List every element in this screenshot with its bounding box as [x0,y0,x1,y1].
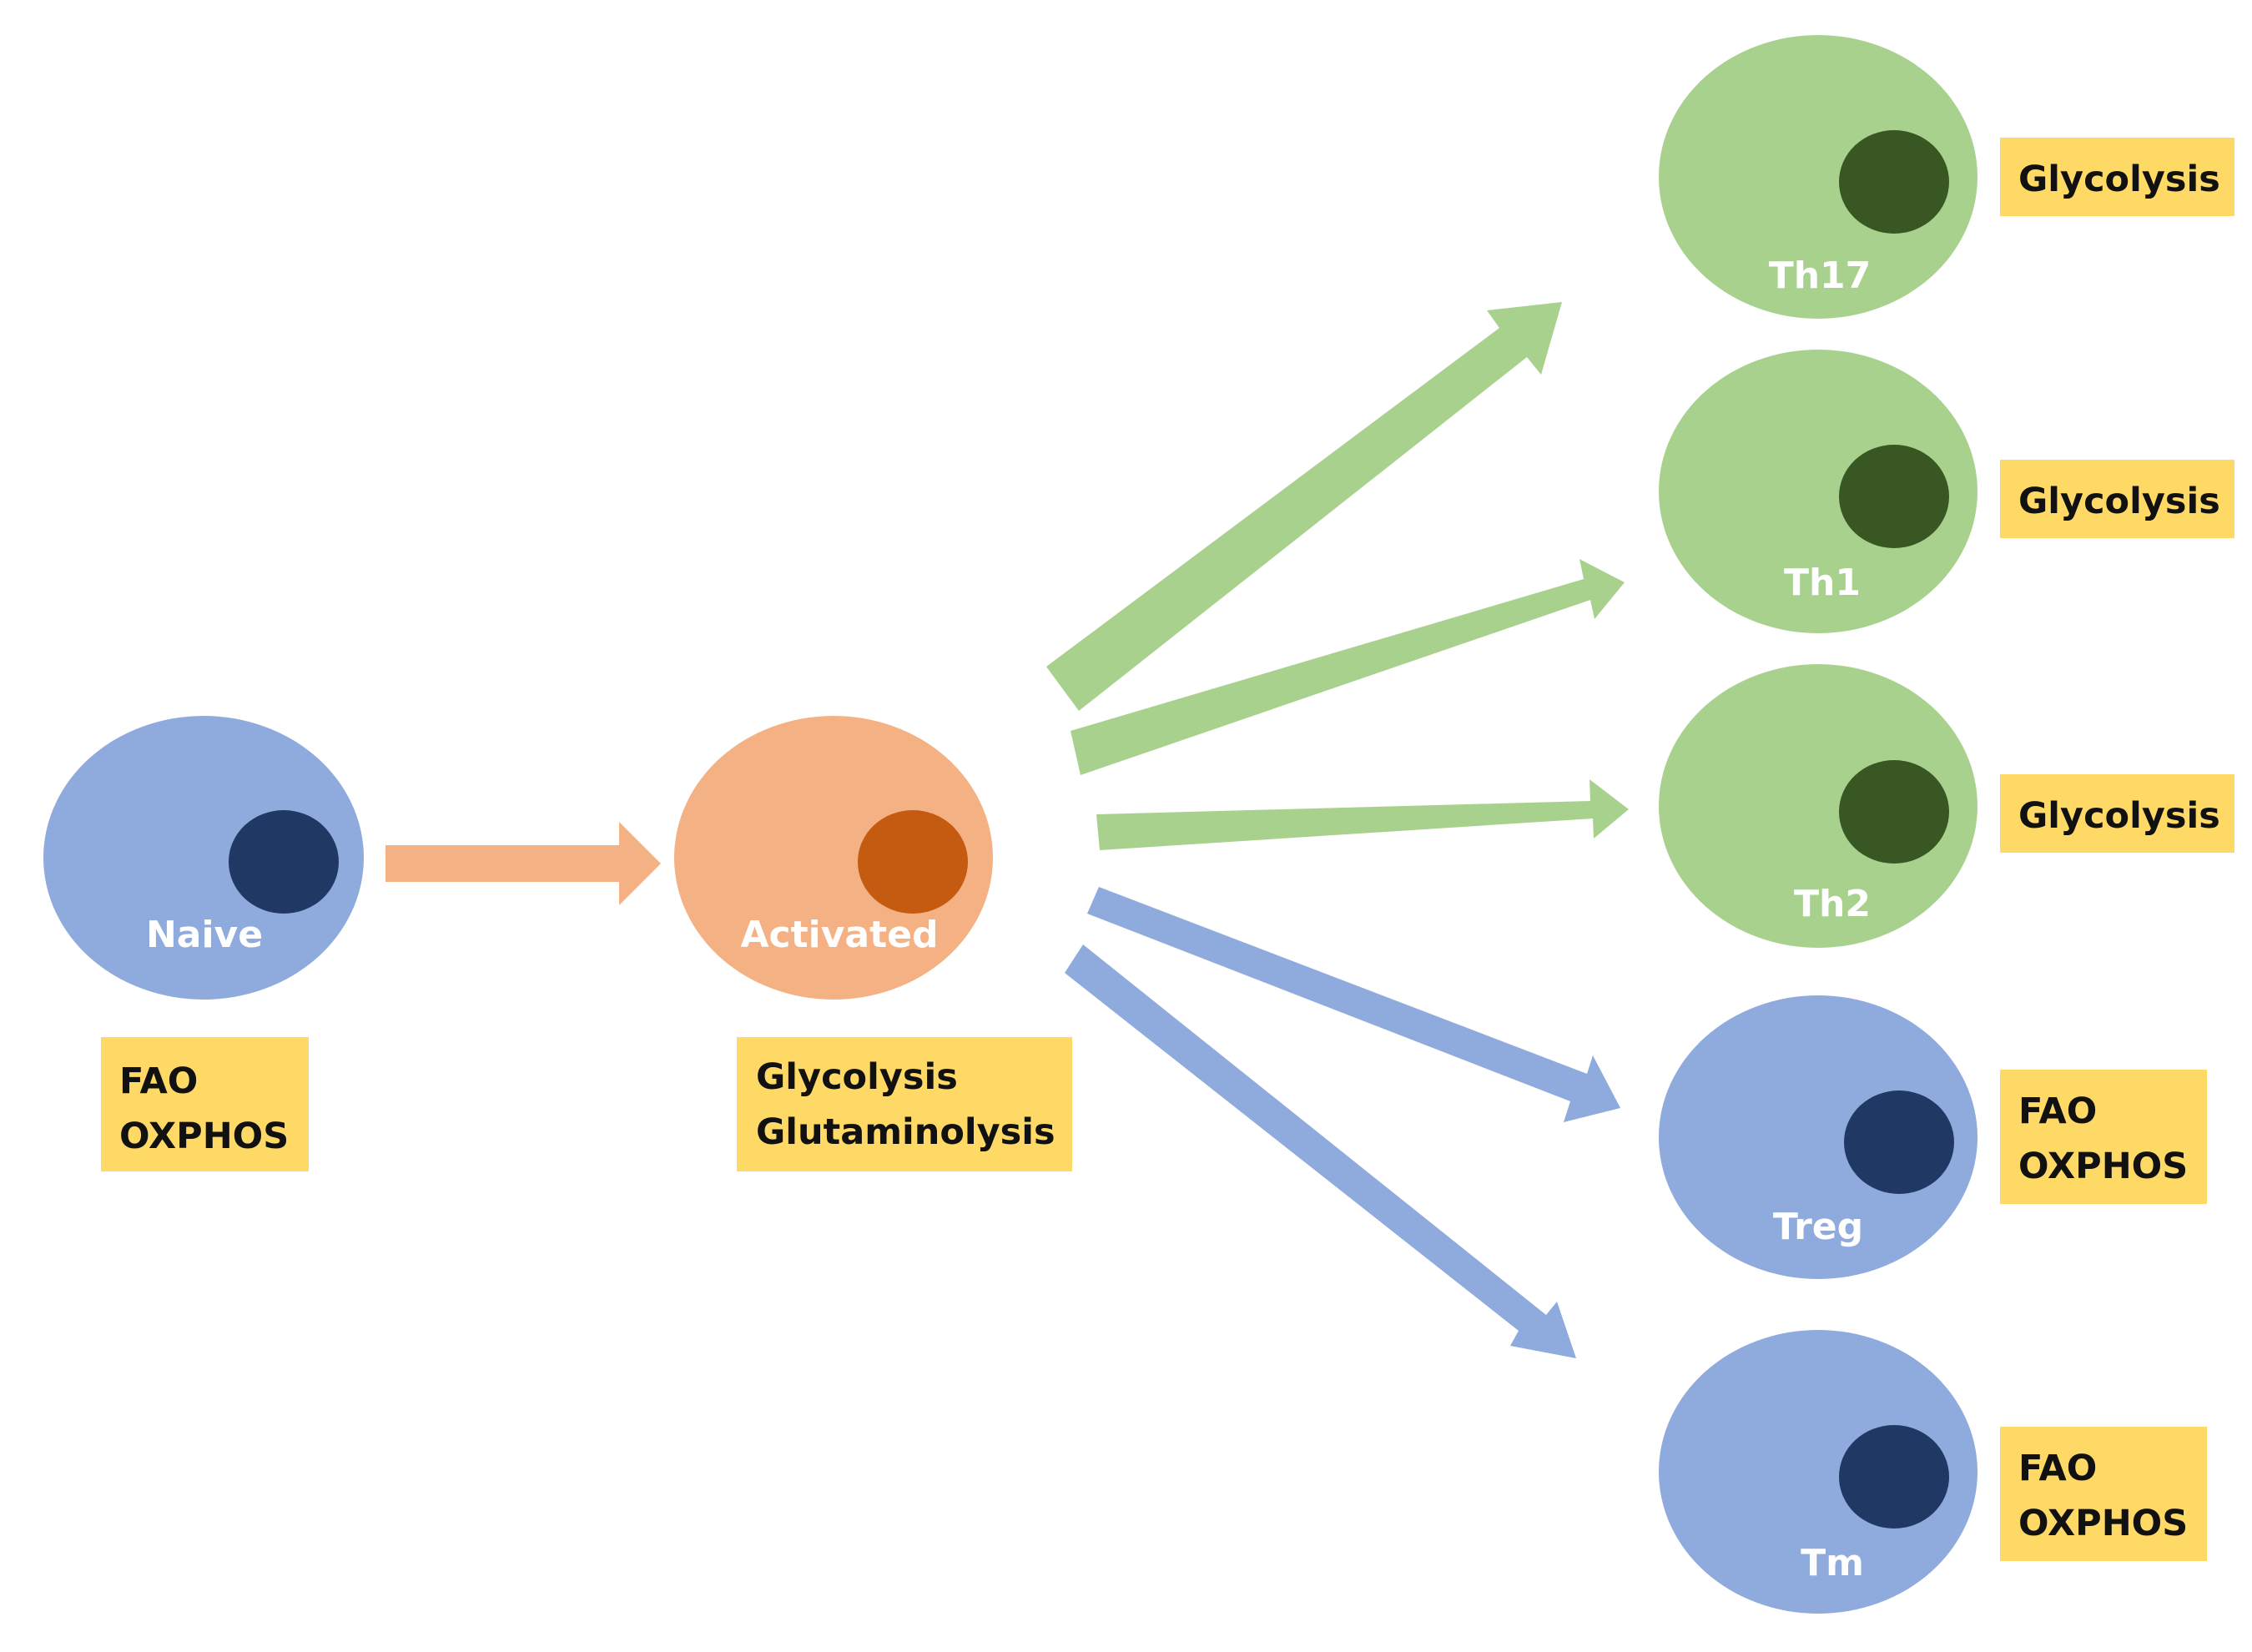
th17-cell-body [1659,35,1977,319]
treg-label: Treg [1773,1206,1863,1248]
naive-metab-line-2: OXPHOS [119,1116,289,1157]
th1-metab-line-1: Glycolysis [2018,481,2220,522]
tm-cell-body [1659,1330,1977,1614]
th17-metab-line-1: Glycolysis [2018,159,2220,200]
tm-metab-line-2: OXPHOS [2018,1503,2188,1544]
tm-metabolism-box: FAO OXPHOS [2000,1427,2207,1561]
activated-label: Activated [741,914,939,956]
th17-metabolism-box: Glycolysis [2000,138,2234,216]
activated-metabolism-box: Glycolysis Glutaminolysis [737,1037,1072,1171]
cell-activated: Activated [674,716,993,1000]
naive-metab-line-1: FAO [119,1060,198,1102]
treg-nucleus [1844,1090,1954,1194]
treg-metab-line-2: OXPHOS [2018,1146,2188,1187]
treg-cell-body [1659,995,1977,1279]
th17-label: Th17 [1769,254,1872,297]
cell-treg: Treg [1659,995,1977,1279]
activated-metab-line-1: Glycolysis [756,1056,958,1098]
th1-cell-body [1659,350,1977,633]
th2-nucleus [1839,760,1949,864]
th2-metabolism-box: Glycolysis [2000,774,2234,853]
arrow-activated-to-treg [1087,887,1620,1122]
arrow-activated-to-th17 [1046,302,1562,711]
tm-metab-line-1: FAO [2018,1448,2097,1489]
treg-metab-line-1: FAO [2018,1090,2097,1132]
th1-nucleus [1839,445,1949,548]
treg-metabolism-box: FAO OXPHOS [2000,1070,2207,1204]
cell-th1: Th1 [1659,350,1977,633]
naive-label: Naive [146,914,263,956]
th1-metabolism-box: Glycolysis [2000,460,2234,538]
activated-cell-body [674,716,993,1000]
arrows [385,302,1629,1358]
arrow-activated-to-th1 [1071,559,1625,775]
activated-nucleus [858,810,968,914]
naive-metabolism-box: FAO OXPHOS [101,1037,309,1171]
tm-label: Tm [1801,1542,1864,1584]
tm-nucleus [1839,1425,1949,1529]
activated-metab-line-2: Glutaminolysis [756,1111,1055,1153]
th2-label: Th2 [1794,883,1871,925]
th17-nucleus [1839,130,1949,234]
th2-cell-body [1659,664,1977,948]
naive-nucleus [229,810,339,914]
arrow-naive-to-activated [385,822,661,905]
cell-th17: Th17 [1659,35,1977,319]
cell-naive: Naive [43,716,364,1000]
cell-tm: Tm [1659,1330,1977,1614]
arrow-activated-to-th2 [1096,779,1629,850]
naive-cell-body [43,716,364,1000]
th2-metab-line-1: Glycolysis [2018,795,2220,837]
cell-th2: Th2 [1659,664,1977,948]
th1-label: Th1 [1784,562,1861,604]
arrow-activated-to-tm [1065,944,1576,1358]
